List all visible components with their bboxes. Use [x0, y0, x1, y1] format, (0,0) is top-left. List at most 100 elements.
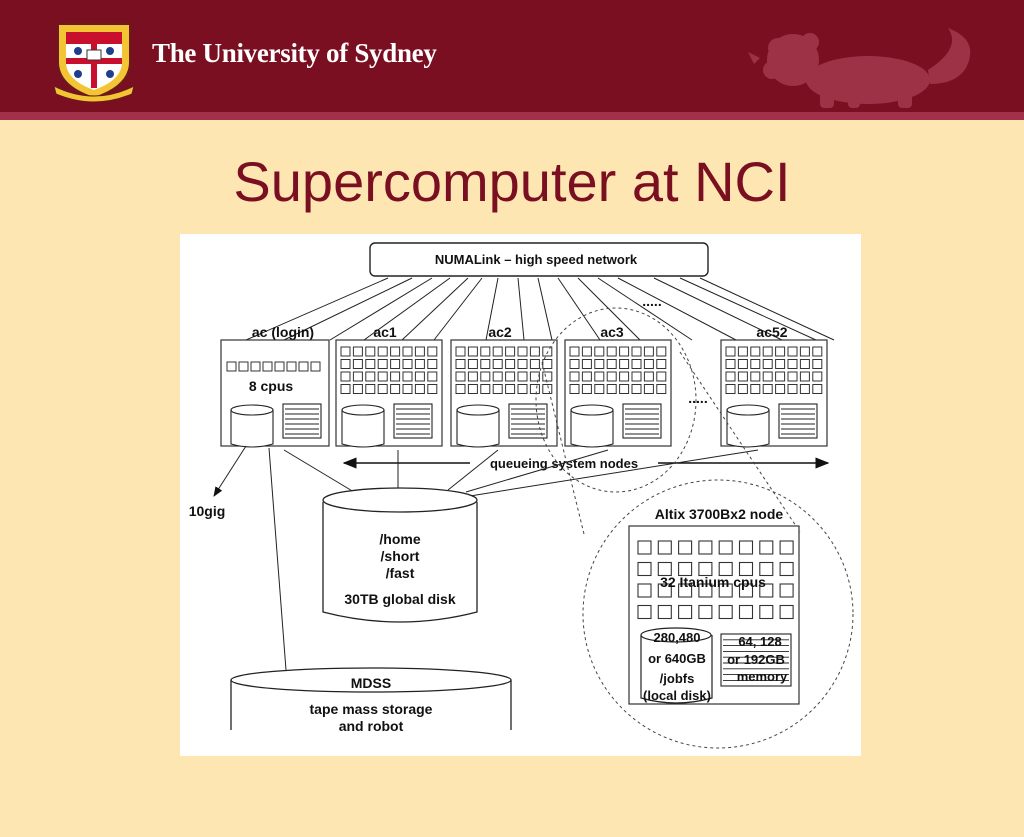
compute-node: [450, 339, 558, 448]
compute-cpu-cell: [455, 346, 466, 357]
network-link: [617, 277, 737, 341]
altix-title: Altix 3700Bx2 node: [655, 506, 784, 522]
network-link: [363, 277, 451, 341]
compute-cpu-cell: [517, 359, 528, 369]
altix-cpu-cell: [678, 604, 693, 620]
dots-more-nodes: .....: [642, 293, 661, 309]
altix-cpu-cell: [698, 583, 713, 598]
global-disk-fast: /fast: [386, 565, 415, 581]
network-link: [653, 277, 783, 341]
compute-cpu-cell: [643, 371, 654, 382]
network-link: [597, 277, 693, 341]
compute-node: [335, 339, 443, 448]
altix-cpu-cell: [759, 561, 774, 577]
node-memory: [778, 403, 818, 439]
altix-cpu-cell: [718, 540, 733, 555]
compute-cpu-cell: [725, 359, 736, 369]
altix-cpu-cell: [657, 540, 672, 555]
compute-cpu-cell: [812, 371, 823, 382]
altix-disk-line2: or 640GB: [648, 651, 706, 666]
network-link: [577, 277, 641, 341]
compute-cpu-cell: [606, 384, 617, 394]
network-link: [245, 277, 389, 341]
compute-cpu-cell: [455, 359, 466, 369]
compute-cpu-cell: [581, 359, 592, 369]
compute-cpu-cell: [365, 384, 376, 394]
compute-cpu-cell: [427, 384, 438, 394]
compute-node: [564, 339, 672, 448]
altix-mem-line2: or 192GB: [727, 652, 785, 667]
compute-node: [720, 339, 828, 448]
node-memory: [282, 403, 322, 439]
diagram-canvas: NUMALink – high speed network ..... ac (…: [189, 242, 854, 749]
altix-cpu-cell: [759, 604, 774, 620]
compute-cpu-cell: [606, 359, 617, 369]
compute-cpu-cell: [467, 384, 478, 394]
compute-cpu-cell: [656, 359, 667, 369]
compute-cpu-cell: [762, 371, 773, 382]
compute-cpu-cell: [492, 371, 503, 382]
compute-cpu-cell: [581, 371, 592, 382]
compute-cpu-cell: [414, 346, 425, 357]
node-memory: [393, 403, 433, 439]
compute-cpu-cell: [631, 359, 642, 369]
altix-cpu-cell: [738, 561, 754, 577]
link-10gig-arrow: [213, 445, 247, 497]
network-link: [485, 277, 499, 341]
altix-cpu-cell: [698, 540, 713, 555]
compute-cpu-cell: [365, 359, 376, 369]
compute-cpu-cell: [480, 359, 491, 369]
network-link: [679, 277, 817, 341]
compute-cpu-cell: [505, 346, 516, 357]
network-link: [329, 277, 433, 341]
lion-watermark-icon: [748, 28, 971, 108]
compute-cpu-cell: [492, 346, 503, 357]
node-disk-top: [570, 404, 614, 416]
compute-cpu-cell: [799, 384, 810, 394]
numalink-box: [369, 242, 709, 277]
node-disk: [456, 410, 500, 448]
network-link: [557, 277, 601, 341]
altix-cpu-cell: [678, 540, 693, 555]
compute-cpu-cell: [631, 346, 642, 357]
ac1-label: ac1: [373, 324, 397, 340]
compute-cpu-cell: [455, 384, 466, 394]
compute-cpu-cell: [631, 384, 642, 394]
compute-cpu-cell: [467, 359, 478, 369]
compute-cpu-cell: [656, 346, 667, 357]
compute-cpu-cell: [492, 384, 503, 394]
network-link: [433, 277, 483, 341]
university-name: The University of Sydney: [152, 38, 437, 68]
node-disk-top: [341, 404, 385, 416]
altix-cpus-label: 32 Itanium cpus: [660, 574, 766, 590]
login-cpu-cell: [310, 361, 321, 372]
altix-cpu-cell: [637, 561, 652, 577]
compute-cpu-cell: [352, 359, 363, 369]
compute-cpu-cell: [505, 384, 516, 394]
compute-cpu-cell: [352, 371, 363, 382]
compute-cpu-cell: [390, 346, 401, 357]
compute-nodes: [335, 339, 828, 448]
compute-cpu-cell: [812, 359, 823, 369]
node-disk-top: [726, 404, 770, 416]
node-disk-top: [456, 404, 500, 416]
mdss-line1: tape mass storage: [310, 701, 433, 717]
login-cpu-grid: [226, 361, 322, 448]
altix-cpu-cell: [738, 540, 754, 555]
compute-cpu-cell: [643, 346, 654, 357]
compute-cpu-cell: [762, 346, 773, 357]
compute-cpu-cell: [725, 346, 736, 357]
compute-cpu-cell: [402, 371, 413, 382]
altix-mem-line3: memory: [737, 669, 788, 684]
compute-cpu-cell: [812, 346, 823, 357]
compute-cpu-cell: [775, 359, 786, 369]
compute-cpu-cell: [569, 384, 580, 394]
compute-cpu-cell: [619, 384, 630, 394]
node-disk: [341, 410, 385, 448]
ac3-label: ac3: [600, 324, 624, 340]
compute-cpu-cell: [340, 371, 351, 382]
ac52-label: ac52: [756, 324, 787, 340]
global-disk: [322, 487, 478, 623]
network-link: [283, 277, 413, 341]
compute-cpu-cell: [340, 384, 351, 394]
